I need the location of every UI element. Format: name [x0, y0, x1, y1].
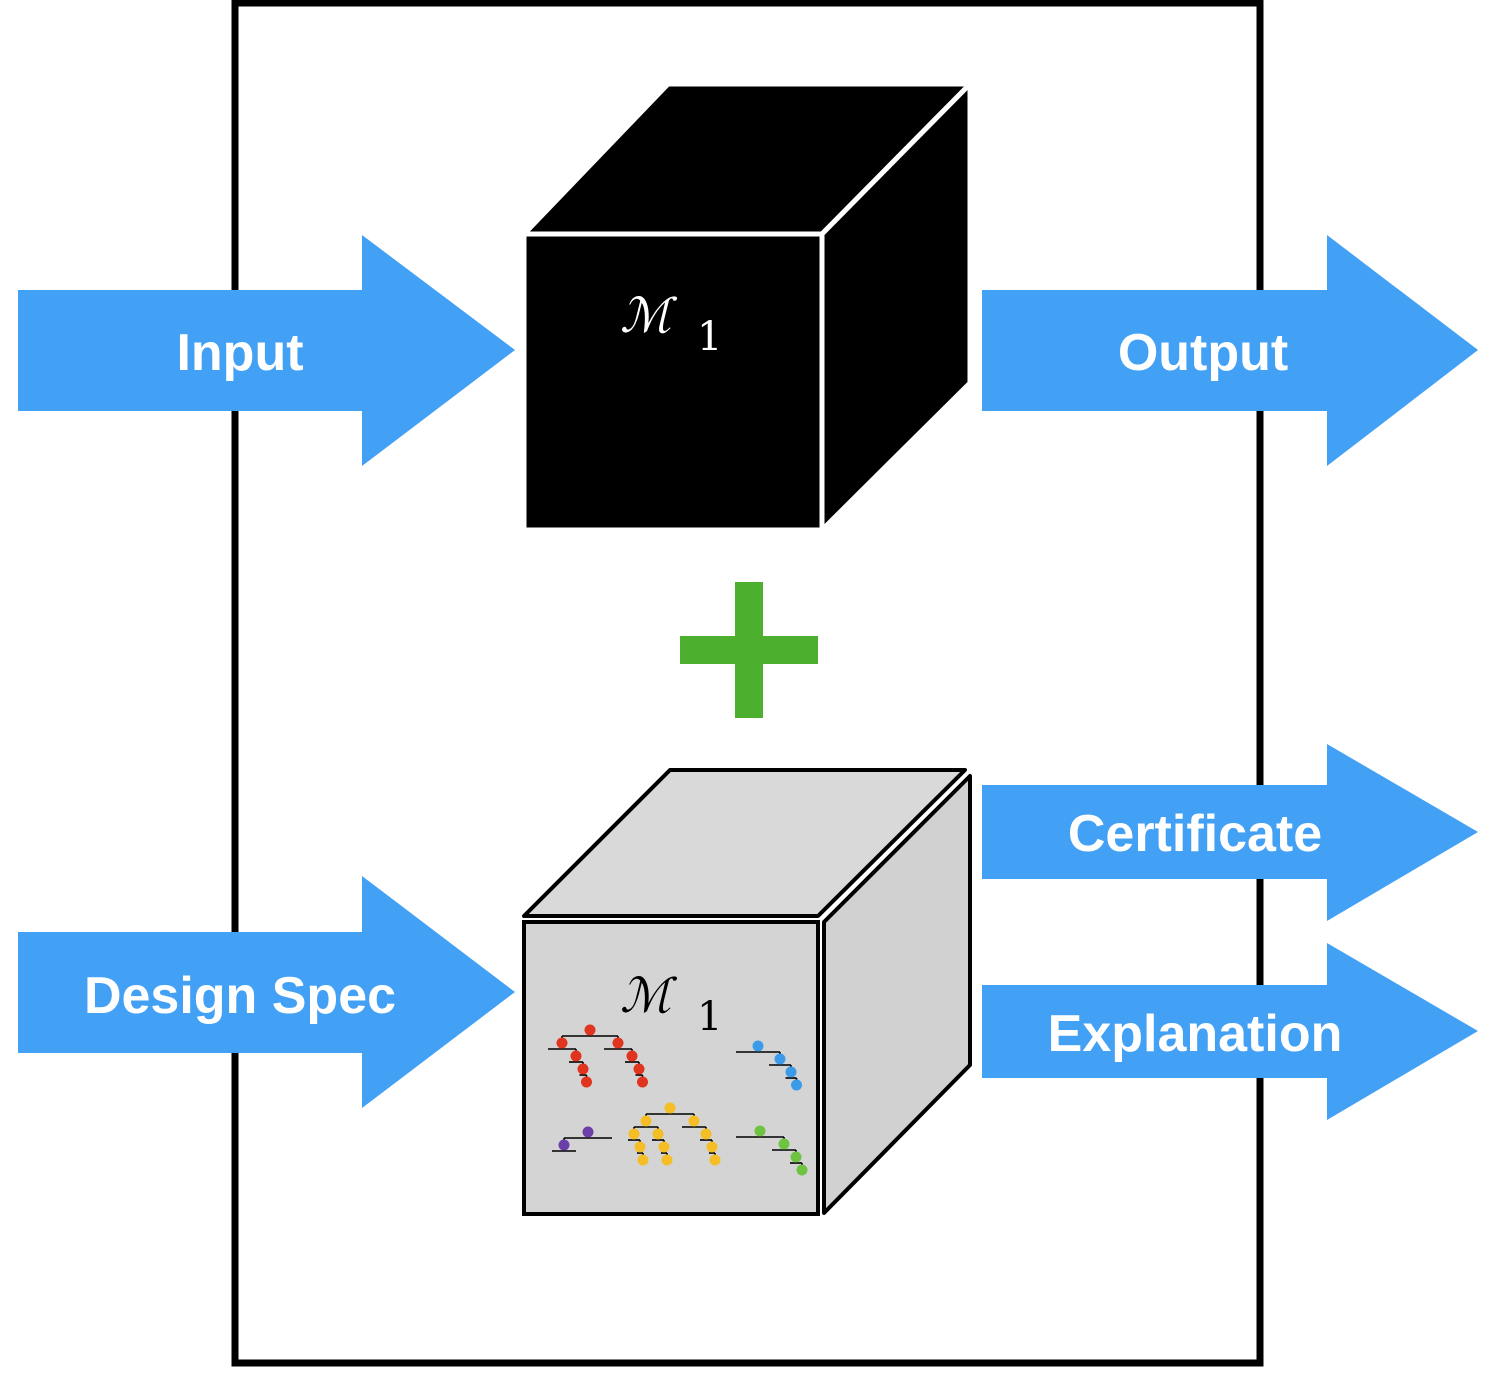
black-box-front — [521, 231, 825, 533]
input-arrow: Input — [18, 235, 515, 466]
output-arrow-label: Output — [1118, 324, 1288, 382]
design-spec-arrow: Design Spec — [18, 876, 515, 1108]
certificate-arrow-label: Certificate — [1068, 805, 1322, 863]
decision-trees — [548, 1024, 808, 1176]
gray-box-front — [522, 920, 820, 1216]
input-arrow-label: Input — [176, 324, 303, 382]
certificate-arrow: Certificate — [982, 744, 1478, 921]
gray-box-model: ℳ 1 — [522, 768, 972, 1216]
explanation-arrow-label: Explanation — [1048, 1005, 1343, 1063]
black-box-subscript: 1 — [697, 314, 722, 360]
output-arrow: Output — [982, 235, 1478, 466]
outer-frame — [231, 0, 1264, 1367]
design-spec-arrow-label: Design Spec — [84, 967, 396, 1025]
explanation-arrow: Explanation — [982, 943, 1478, 1120]
gray-box-subscript: 1 — [697, 994, 722, 1040]
gray-box-symbol: ℳ — [620, 968, 678, 1024]
gray-box-top — [522, 768, 967, 918]
black-box-model: ℳ 1 — [521, 81, 973, 533]
black-box-symbol: ℳ — [620, 288, 678, 344]
plus-icon — [680, 582, 818, 718]
gray-box-side — [822, 774, 972, 1215]
